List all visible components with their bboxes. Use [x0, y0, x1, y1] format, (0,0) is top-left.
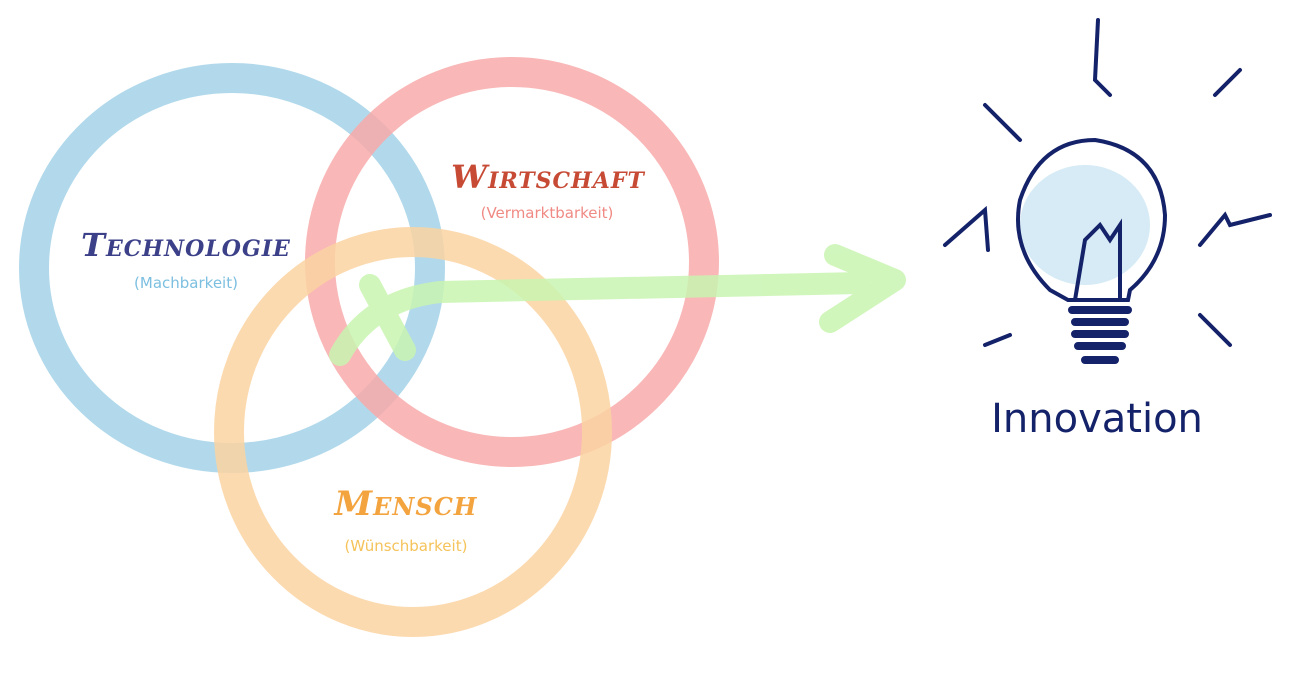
- human-title: Mensch: [334, 484, 478, 524]
- economy-title: Wirtschaft: [451, 158, 645, 196]
- human-subtitle: (Wünschbarkeit): [344, 537, 468, 555]
- economy-subtitle: (Vermarktbarkeit): [480, 204, 614, 222]
- lightbulb-icon: [943, 18, 1272, 364]
- arrow-icon: [329, 244, 906, 366]
- innovation-label: Innovation: [991, 396, 1203, 442]
- technology-subtitle: (Machbarkeit): [134, 274, 238, 292]
- human-circle: [214, 227, 612, 637]
- technology-title: Technologie: [81, 226, 291, 264]
